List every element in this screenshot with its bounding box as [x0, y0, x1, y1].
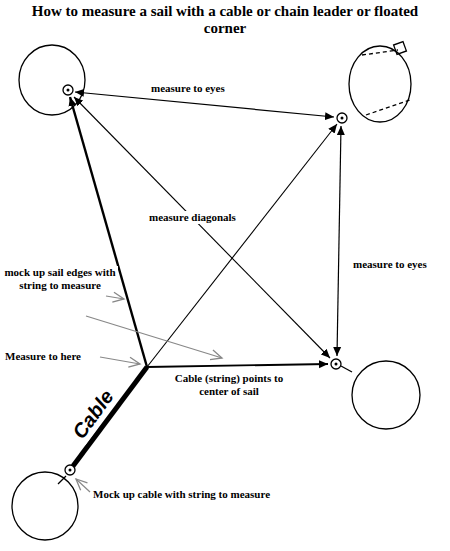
eye — [337, 113, 347, 123]
diagonal — [147, 124, 337, 367]
eye — [65, 465, 75, 475]
right-edge — [337, 126, 341, 356]
post-circle — [349, 46, 411, 122]
note-label: measure diagonals — [148, 211, 237, 224]
post-circle — [352, 361, 420, 429]
post-circle — [12, 472, 78, 540]
shackle — [341, 366, 352, 372]
note-label: measure to eyes — [352, 258, 428, 271]
top-edge — [75, 92, 334, 117]
bottom-edge — [147, 364, 328, 367]
pointer-arrow — [100, 357, 140, 364]
note-label: measure to eyes — [150, 82, 226, 95]
note-label: Cable (string) points to center of sail — [158, 372, 300, 397]
note-label: Mock up cable with string to measure — [92, 488, 271, 501]
pointer-arrow — [106, 296, 124, 299]
shackle — [58, 476, 66, 484]
pointer-arrow — [76, 479, 90, 492]
post-circle — [19, 45, 85, 115]
post-cap — [394, 42, 407, 55]
note-label: Measure to here — [4, 350, 82, 363]
eye — [63, 85, 73, 95]
diagram-title: How to measure a sail with a cable or ch… — [22, 3, 428, 38]
left-edge — [70, 97, 147, 367]
note-label: mock up sail edges with string to measur… — [2, 266, 118, 291]
eye — [331, 359, 341, 369]
pointer-arrow — [86, 316, 222, 358]
diagonal — [74, 97, 330, 358]
post-tilt — [362, 50, 410, 115]
